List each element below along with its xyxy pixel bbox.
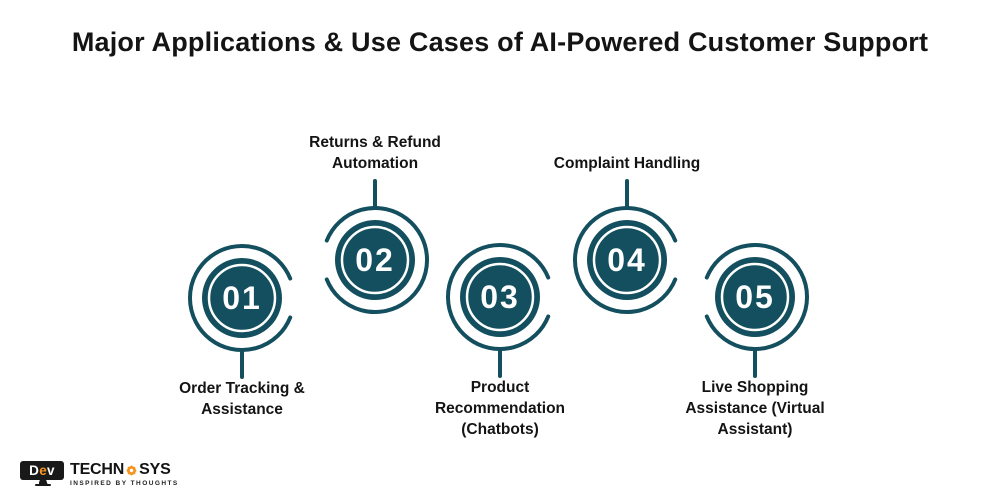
gear-icon xyxy=(126,465,137,475)
use-case-label: Product Recommendation (Chatbots) xyxy=(434,379,566,438)
numbered-circle-graphic: 04 xyxy=(572,179,678,314)
numbered-circle-graphic: 01 xyxy=(187,244,293,379)
use-case-item-5: 05 Live Shopping Assistance (Virtual Ass… xyxy=(685,235,825,438)
monitor-stand xyxy=(38,480,48,484)
brand-text-block: TECHN SYS INSPIRED BY THOUGHTS xyxy=(70,461,179,488)
use-case-item-1: 01 Order Tracking & Assistance xyxy=(179,236,305,418)
outer-arc xyxy=(324,206,430,314)
number-disc xyxy=(715,257,795,337)
use-case-item-3: 03 Product Recommendation (Chatbots) xyxy=(435,235,565,438)
inner-ring xyxy=(340,225,410,295)
step-number: 03 xyxy=(480,279,520,315)
step-number: 04 xyxy=(607,242,647,278)
number-disc xyxy=(460,257,540,337)
outer-arc xyxy=(187,244,293,352)
brand-tagline: INSPIRED BY THOUGHTS xyxy=(70,480,179,487)
logo-letter-e: e xyxy=(39,463,48,478)
number-disc xyxy=(335,220,415,300)
inner-ring xyxy=(465,262,535,332)
use-case-label: Order Tracking & Assistance xyxy=(179,380,305,418)
numbered-circle-graphic: 03 xyxy=(445,243,551,378)
use-case-label: Returns & Refund Automation xyxy=(309,134,441,172)
use-case-item-2: 02 Returns & Refund Automation xyxy=(309,134,441,322)
use-case-label: Complaint Handling xyxy=(553,155,701,172)
outer-arc xyxy=(704,243,810,351)
number-disc xyxy=(202,258,282,338)
inner-ring xyxy=(207,263,277,333)
outer-arc xyxy=(445,243,551,351)
use-case-label: Live Shopping Assistance (Virtual Assist… xyxy=(685,379,825,438)
brand-name: TECHN SYS xyxy=(70,462,179,478)
logo-letter-d: D xyxy=(29,463,40,478)
step-number: 02 xyxy=(355,242,395,278)
logo-letter-v: v xyxy=(47,463,55,478)
number-disc xyxy=(587,220,667,300)
use-case-item-4: 04 Complaint Handling xyxy=(554,155,700,322)
brand-left: TECHN xyxy=(70,461,125,478)
step-number: 01 xyxy=(222,280,262,316)
monitor-base xyxy=(35,484,51,486)
numbered-circle-graphic: 05 xyxy=(704,243,810,378)
outer-arc xyxy=(572,206,678,314)
brand-right: SYS xyxy=(139,461,171,478)
inner-ring xyxy=(720,262,790,332)
step-number: 05 xyxy=(735,279,775,315)
inner-ring xyxy=(592,225,662,295)
infographic-title: Major Applications & Use Cases of AI-Pow… xyxy=(71,27,929,57)
numbered-circle-graphic: 02 xyxy=(324,179,430,314)
